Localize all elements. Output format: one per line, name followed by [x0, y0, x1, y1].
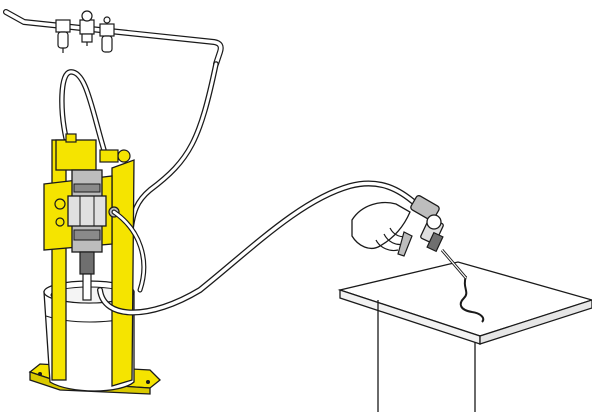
air-line [6, 12, 221, 64]
filter-regulator-lubricator [56, 11, 114, 53]
pressure-gauge-icon [82, 11, 92, 21]
